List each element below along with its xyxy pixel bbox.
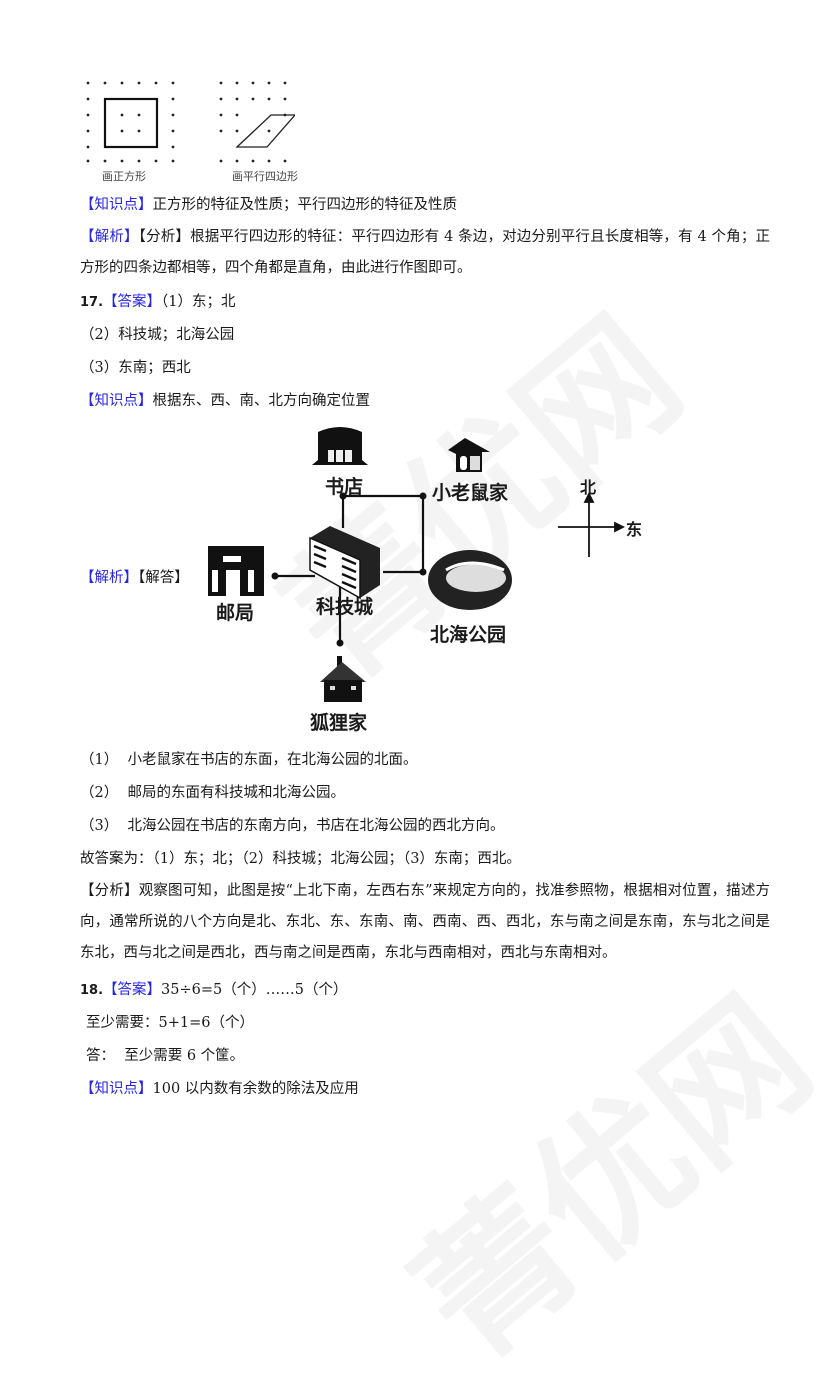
label-tech-city: 科技城 bbox=[316, 596, 374, 618]
map-lines bbox=[208, 427, 626, 702]
direction-map: 书店 小老鼠家 邮局 科技城 北海公园 狐狸家 北 东 bbox=[190, 420, 650, 740]
knowledge-text: 根据东、西、南、北方向确定位置 bbox=[152, 393, 371, 409]
mouse-home-icon bbox=[448, 438, 490, 472]
q17-knowledge: 【知识点】根据东、西、南、北方向确定位置 bbox=[80, 391, 370, 411]
knowledge-text: 正方形的特征及性质；平行四边形的特征及性质 bbox=[152, 197, 458, 213]
label-fox-home: 狐狸家 bbox=[310, 712, 368, 734]
bookstore-icon bbox=[312, 427, 368, 465]
compass-icon bbox=[558, 491, 626, 557]
post-office-icon bbox=[208, 546, 264, 596]
q17-analysis-header: 【解析】【解答】 bbox=[80, 568, 189, 588]
analysis-tag: 【解析】 bbox=[80, 229, 139, 245]
solution-text: 北海公园在书店的东南方向，书店在北海公园的西北方向。 bbox=[127, 818, 505, 834]
question-number: 18. bbox=[80, 983, 104, 998]
answer-tag: 【答案】 bbox=[103, 294, 162, 310]
q18-answer: 18.【答案】35÷6=5（个）……5（个） bbox=[80, 980, 347, 1001]
beihai-park-icon bbox=[428, 550, 512, 610]
compass-north: 北 bbox=[580, 478, 597, 497]
square-drawing bbox=[86, 81, 175, 163]
parallelogram-drawing bbox=[219, 81, 297, 163]
answer-tag: 【答案】 bbox=[103, 982, 162, 998]
analysis-sub-tag: 【分析】 bbox=[138, 229, 191, 245]
question-number: 17. bbox=[80, 295, 104, 310]
knowledge-tag: 【知识点】 bbox=[80, 1081, 153, 1097]
answer-text: （1）东；北 bbox=[161, 294, 236, 310]
solution-label: （2） bbox=[80, 785, 119, 801]
q17-answer-2: （2）科技城；北海公园 bbox=[80, 327, 235, 343]
watermark: 菁优网 bbox=[363, 941, 830, 1396]
solution-text: 邮局的东面有科技城和北海公园。 bbox=[127, 785, 345, 801]
label-beihai-park: 北海公园 bbox=[430, 624, 507, 646]
q17-answer-3: （3）东南；西北 bbox=[80, 360, 191, 376]
q16-knowledge: 【知识点】正方形的特征及性质；平行四边形的特征及性质 bbox=[80, 195, 457, 215]
q17-analysis: 【分析】观察图可知，此图是按“上北下南，左西右东”来规定方向的，找准参照物，根据… bbox=[80, 876, 770, 969]
knowledge-tag: 【知识点】 bbox=[80, 393, 153, 409]
analysis-tag: 【解析】 bbox=[80, 570, 138, 586]
solution-tag: 【解答】 bbox=[138, 570, 189, 586]
knowledge-tag: 【知识点】 bbox=[80, 197, 153, 213]
parallelogram-dot-grid bbox=[215, 75, 297, 165]
q16-analysis: 【解析】【分析】根据平行四边形的特征：平行四边形有 4 条边，对边分别平行且长度… bbox=[80, 222, 770, 284]
compass-east: 东 bbox=[626, 520, 643, 539]
solution-label: （3） bbox=[80, 818, 119, 834]
solution-line-1: （1） 小老鼠家在书店的东面，在北海公园的北面。 bbox=[80, 750, 417, 770]
solution-label: （1） bbox=[80, 752, 119, 768]
analysis-text: 观察图可知，此图是按“上北下南，左西右东”来规定方向的，找准参照物，根据相对位置… bbox=[80, 883, 771, 961]
square-caption: 画正方形 bbox=[102, 170, 146, 183]
label-bookstore: 书店 bbox=[325, 476, 364, 498]
q18-knowledge: 【知识点】100 以内数有余数的除法及应用 bbox=[80, 1079, 359, 1099]
solution-line-2: （2） 邮局的东面有科技城和北海公园。 bbox=[80, 783, 345, 803]
label-mouse-home: 小老鼠家 bbox=[432, 482, 509, 504]
q17-conclusion: 故答案为：（1）东；北；（2）科技城；北海公园；（3）东南；西北。 bbox=[80, 851, 521, 867]
solution-text: 小老鼠家在书店的东面，在北海公园的北面。 bbox=[127, 752, 418, 768]
answer-text: 35÷6=5（个）……5（个） bbox=[161, 982, 348, 998]
analysis-sub-tag: 【分析】 bbox=[80, 883, 139, 899]
q17-answer-1: 17.【答案】（1）东；北 bbox=[80, 292, 236, 313]
q18-answer-line-2: 至少需要：5+1=6（个） bbox=[86, 1015, 254, 1031]
solution-line-3: （3） 北海公园在书店的东南方向，书店在北海公园的西北方向。 bbox=[80, 816, 504, 836]
fox-home-icon bbox=[320, 656, 366, 702]
knowledge-text: 100 以内数有余数的除法及应用 bbox=[152, 1081, 359, 1097]
tech-city-icon bbox=[309, 526, 380, 600]
square-dot-grid bbox=[80, 75, 190, 165]
analysis-text: 根据平行四边形的特征：平行四边形有 4 条边，对边分别平行且长度相等，有 4 个… bbox=[80, 229, 770, 276]
parallelogram-caption: 画平行四边形 bbox=[232, 170, 298, 183]
label-post-office: 邮局 bbox=[216, 602, 255, 624]
q18-answer-line-3: 答： 至少需要 6 个筐。 bbox=[86, 1048, 245, 1064]
